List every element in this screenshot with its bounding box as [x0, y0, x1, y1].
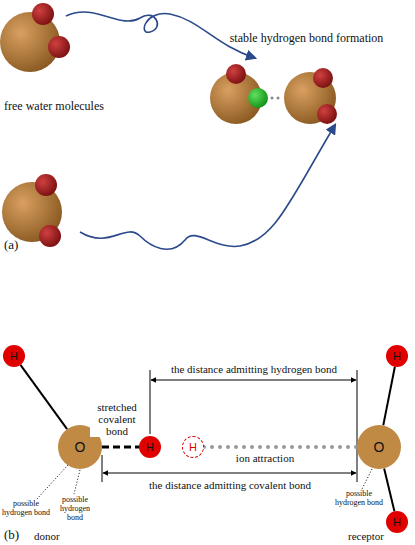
text-label: possible hydrogen bond	[1, 500, 51, 518]
bond-line	[20, 365, 67, 429]
hydrogen-atom: H	[3, 345, 25, 367]
hydrogen-atom: H	[139, 436, 161, 458]
dimension-bar	[150, 370, 151, 434]
hydrogen-sphere	[226, 64, 246, 84]
atom-symbol: O	[374, 439, 385, 455]
hydrogen-bond-dots	[272, 97, 283, 100]
leader-line	[74, 470, 80, 494]
dimension-arrow	[103, 473, 356, 474]
bond-line	[383, 367, 395, 426]
dimension-bar	[102, 455, 103, 482]
text-label: (b)	[4, 528, 34, 542]
bond-label: stretched covalent bond	[90, 401, 144, 437]
atom-symbol: H	[393, 516, 401, 528]
leader-line	[36, 465, 68, 500]
atom-symbol: H	[146, 441, 154, 453]
dimension-bar	[357, 370, 358, 482]
atom-symbol: H	[189, 441, 197, 453]
hydrogen-sphere	[39, 225, 61, 247]
hydrogen-sphere	[32, 3, 54, 25]
bond-line	[384, 468, 394, 511]
text-label: possible hydrogen bond	[333, 490, 385, 508]
bonding-hydrogen	[248, 88, 268, 108]
hydrogen-sphere	[48, 36, 70, 58]
hydrogen-atom: H	[386, 511, 408, 533]
atom-symbol: H	[393, 350, 401, 362]
hydrogen-sphere	[313, 68, 333, 88]
hydrogen-atom: H	[386, 345, 408, 367]
atom-symbol: H	[10, 350, 18, 362]
hydrogen-atom: H	[182, 436, 204, 458]
oxygen-atom: O	[357, 425, 401, 469]
leader-line	[362, 469, 372, 489]
text-label: free water molecules	[4, 100, 134, 113]
motion-arrow	[80, 125, 335, 249]
bond-label: ion attraction	[222, 452, 308, 464]
text-label: (a)	[4, 238, 34, 252]
text-label: receptor	[348, 530, 412, 542]
text-label: possible hydrogen bond	[52, 496, 98, 522]
bond-line	[204, 445, 357, 449]
motion-arrow	[66, 12, 255, 58]
text-label: donor	[34, 530, 94, 542]
hydrogen-sphere	[317, 104, 337, 124]
hydrogen-sphere	[35, 174, 57, 196]
text-label: the distance admitting covalent bond	[110, 479, 350, 491]
text-label: stable hydrogen bond formation	[204, 32, 409, 45]
dimension-arrow	[151, 380, 356, 381]
atom-symbol: O	[75, 439, 86, 455]
bond-line	[102, 446, 139, 449]
text-label: the distance admitting hydrogen bond	[152, 363, 356, 375]
